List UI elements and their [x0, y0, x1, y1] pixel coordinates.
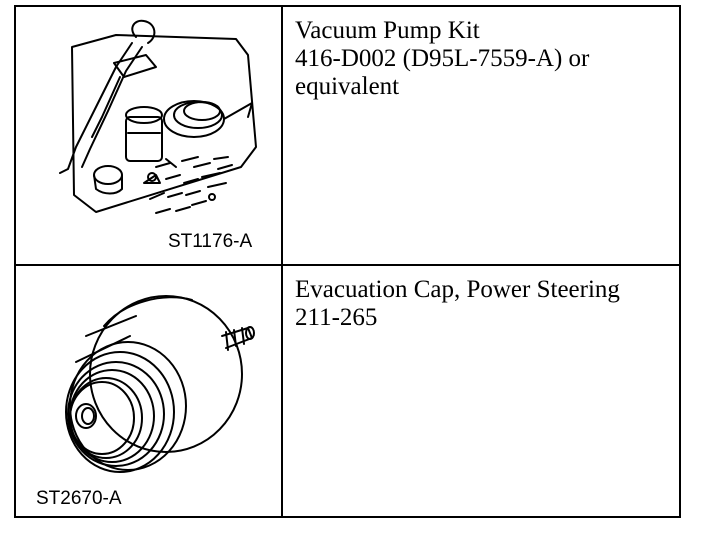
tool-description: Vacuum Pump Kit 416-D002 (D95L-7559-A) o…	[295, 17, 667, 101]
tool-row-vacuum-pump: ST1176-A Vacuum Pump Kit 416-D002 (D95L-…	[16, 7, 679, 266]
figure-id-label: ST2670-A	[36, 488, 122, 509]
tool-description: Evacuation Cap, Power Steering 211-265	[295, 276, 667, 332]
tool-part-number: 416-D002 (D95L-7559-A) or	[295, 45, 590, 72]
tool-name: Evacuation Cap, Power Steering	[295, 276, 620, 303]
tool-description-cell: Evacuation Cap, Power Steering 211-265	[283, 266, 679, 516]
evacuation-cap-illustration	[16, 266, 281, 514]
tool-part-number: 211-265	[295, 304, 378, 331]
tool-row-evacuation-cap: ST2670-A Evacuation Cap, Power Steering …	[16, 266, 679, 516]
tool-description-cell: Vacuum Pump Kit 416-D002 (D95L-7559-A) o…	[283, 7, 679, 264]
tool-illustration-cell: ST2670-A	[16, 266, 283, 516]
special-tools-table: ST1176-A Vacuum Pump Kit 416-D002 (D95L-…	[14, 5, 681, 518]
tool-name: Vacuum Pump Kit	[295, 17, 480, 44]
vacuum-pump-kit-illustration	[16, 7, 281, 264]
tool-illustration-cell: ST1176-A	[16, 7, 283, 264]
figure-id-label: ST1176-A	[168, 231, 253, 252]
tool-note: equivalent	[295, 73, 400, 100]
